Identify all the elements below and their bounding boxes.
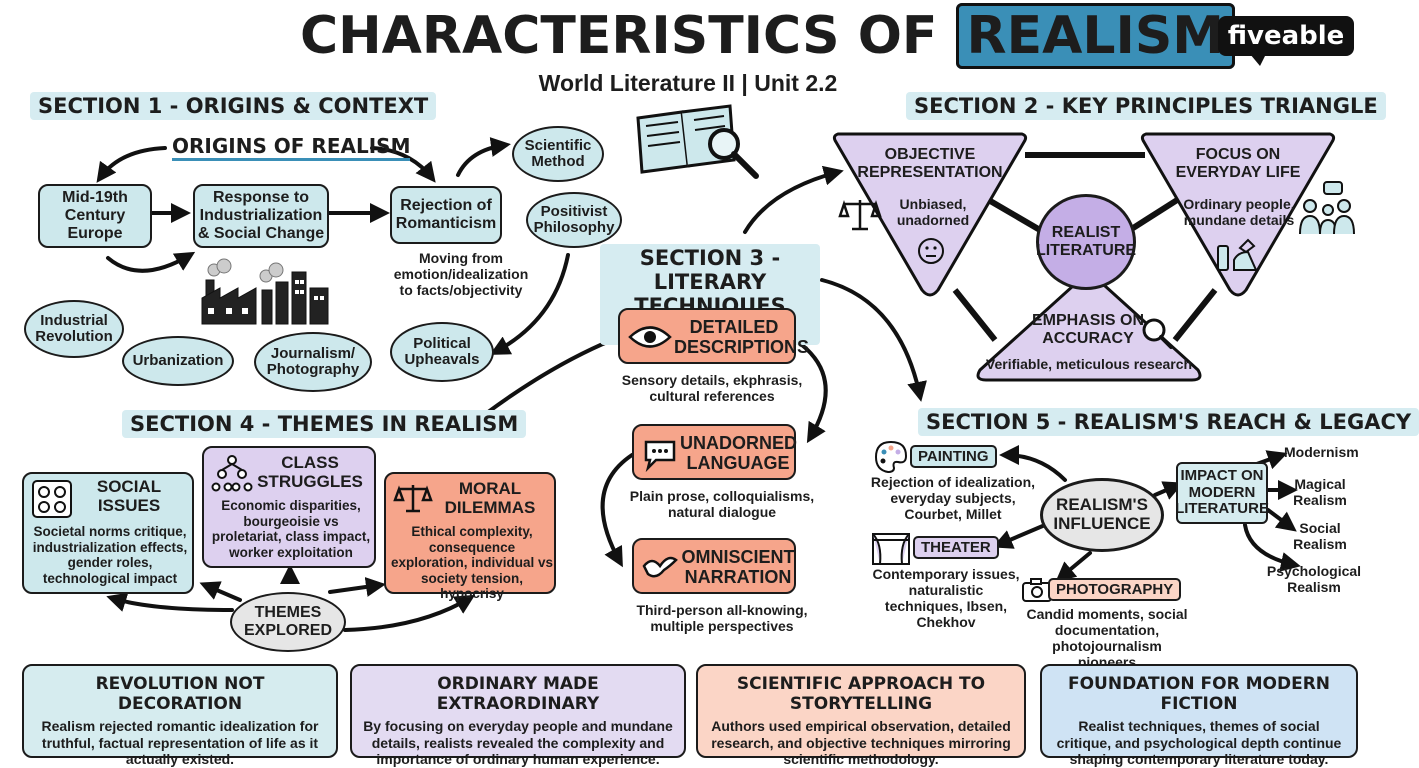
household-items-icon (1217, 238, 1258, 271)
objective-title: OBJECTIVE REPRESENTATION (857, 146, 1003, 181)
bottom-card-title: FOUNDATION FOR MODERN FICTION (1067, 674, 1331, 714)
theater-stage-icon (872, 533, 910, 565)
technique-detailed-title: DETAILED DESCRIPTIONS (674, 317, 810, 357)
section4-heading: SECTION 4 - THEMES IN REALISM (122, 410, 527, 438)
speech-bubble-icon (644, 440, 676, 473)
theme-moral-title: MORAL DILEMMAS (444, 479, 536, 517)
bottom-card-scientific: SCIENTIFIC APPROACH TO STORYTELLING Auth… (696, 664, 1026, 767)
theme-social-title: SOCIAL ISSUES (96, 477, 162, 515)
node-positivist: Positivist Philosophy (526, 192, 622, 248)
section1-heading: SECTION 1 - ORIGINS & CONTEXT (30, 92, 437, 120)
scales-icon (838, 200, 882, 231)
theme-class-title: CLASS STRUGGLES (257, 453, 363, 491)
realist-literature-center: REALIST LITERATURE (1036, 194, 1136, 290)
movement-magical: Magical Realism (1293, 476, 1347, 509)
rejection-note: Moving from emotion/idealization to fact… (393, 250, 529, 299)
node-scientific: Scientific Method (512, 126, 604, 182)
hierarchy-icon (211, 455, 253, 492)
photography-tag: PHOTOGRAPHY (1048, 578, 1182, 601)
theme-moral-desc: Ethical complexity, consequence explorat… (390, 524, 554, 602)
movement-social: Social Realism (1293, 520, 1347, 553)
technique-detailed: DETAILED DESCRIPTIONS (618, 308, 810, 364)
fiveable-logo: fiveable (1218, 16, 1354, 56)
theme-moral: MORAL DILEMMAS Ethical complexity, conse… (384, 472, 556, 601)
palette-icon (874, 440, 908, 474)
node-industrial: Industrial Revolution (24, 300, 124, 358)
eye-icon (628, 326, 672, 348)
technique-omniscient-note: Third-person all-knowing, multiple persp… (636, 602, 808, 635)
network-icon (32, 480, 72, 518)
themes-explored-center: THEMES EXPLORED (230, 592, 346, 652)
theater-desc: Contemporary issues, naturalistic techni… (872, 566, 1020, 631)
objective-desc: Unbiased, unadorned (896, 196, 970, 229)
subtitle: World Literature II | Unit 2.2 (538, 70, 838, 96)
title-prefix: CHARACTERISTICS OF (300, 6, 938, 66)
everyday-desc: Ordinary people, mundane details (1183, 196, 1295, 229)
bottom-card-desc: By focusing on everyday people and munda… (363, 718, 673, 768)
node-urbanization: Urbanization (122, 336, 234, 386)
bottom-card-title: REVOLUTION NOT DECORATION (95, 674, 265, 714)
factory-icon (201, 258, 329, 325)
bottom-card-title: ORDINARY MADE EXTRAORDINARY (436, 674, 600, 714)
logo-tail (1250, 54, 1266, 66)
page-title: CHARACTERISTICS OF REALISM (300, 3, 1236, 69)
movement-modernism: Modernism (1284, 444, 1359, 460)
bottom-card-desc: Realism rejected romantic idealization f… (41, 718, 319, 768)
technique-omniscient-title: OMNISCIENT NARRATION (681, 547, 795, 587)
technique-unadorned: UNADORNED LANGUAGE (632, 424, 797, 480)
technique-unadorned-title: UNADORNED LANGUAGE (680, 433, 797, 473)
accuracy-desc: Verifiable, meticulous research (985, 356, 1193, 372)
technique-detailed-note: Sensory details, ekphrasis, cultural ref… (621, 372, 803, 405)
bird-icon (642, 556, 678, 578)
title-highlight: REALISM (955, 3, 1236, 69)
triangle-everyday (1140, 132, 1336, 297)
theme-class-desc: Economic disparities, bourgeoisie vs pro… (211, 498, 371, 560)
bottom-card-title: SCIENTIFIC APPROACH TO STORYTELLING (736, 674, 986, 714)
theater-tag: THEATER (913, 536, 999, 559)
bottom-card-revolution: REVOLUTION NOT DECORATION Realism reject… (22, 664, 338, 767)
book-magnifier-icon (636, 104, 759, 179)
impact-modern-literature: IMPACT ON MODERN LITERATURE (1175, 462, 1269, 524)
painting-tag: PAINTING (910, 445, 997, 468)
theme-class: CLASS STRUGGLES Economic disparities, bo… (202, 446, 376, 568)
neutral-face-icon (918, 238, 944, 264)
accuracy-title: EMPHASIS ON ACCURACY (1031, 312, 1144, 347)
realism-influence-center: REALISM'S INFLUENCE (1040, 478, 1164, 552)
movement-psychological: Psychological Realism (1266, 563, 1362, 596)
photography-desc: Candid moments, social documentation, ph… (1026, 606, 1188, 671)
theme-social: SOCIAL ISSUES Societal norms critique, i… (22, 472, 194, 594)
node-journalism: Journalism/ Photography (254, 332, 372, 392)
bottom-card-foundation: FOUNDATION FOR MODERN FICTION Realist te… (1040, 664, 1358, 767)
technique-omniscient: OMNISCIENT NARRATION (632, 538, 796, 594)
bottom-card-desc: Realist techniques, themes of social cri… (1056, 718, 1342, 768)
origins-label: ORIGINS OF REALISM (172, 134, 411, 161)
bottom-card-ordinary: ORDINARY MADE EXTRAORDINARY By focusing … (350, 664, 686, 767)
node-political: Political Upheavals (390, 322, 494, 382)
technique-unadorned-note: Plain prose, colloquialisms, natural dia… (629, 488, 815, 521)
people-icon (1299, 181, 1355, 235)
justice-scales-icon (393, 485, 433, 513)
section2-heading: SECTION 2 - KEY PRINCIPLES TRIANGLE (906, 92, 1386, 120)
painting-desc: Rejection of idealization, everyday subj… (870, 474, 1036, 523)
section5-heading: SECTION 5 - REALISM'S REACH & LEGACY (918, 408, 1419, 436)
triangle-objective (832, 132, 1028, 297)
node-rejection: Rejection of Romanticism (390, 186, 502, 244)
magnifier-icon (1142, 318, 1173, 349)
bottom-card-desc: Authors used empirical observation, deta… (711, 718, 1011, 768)
everyday-title: FOCUS ON EVERYDAY LIFE (1175, 146, 1301, 181)
node-mid19: Mid-19th Century Europe (38, 184, 152, 248)
node-response: Response to Industrialization & Social C… (193, 184, 329, 248)
theme-social-desc: Societal norms critique, industrializati… (32, 524, 188, 586)
